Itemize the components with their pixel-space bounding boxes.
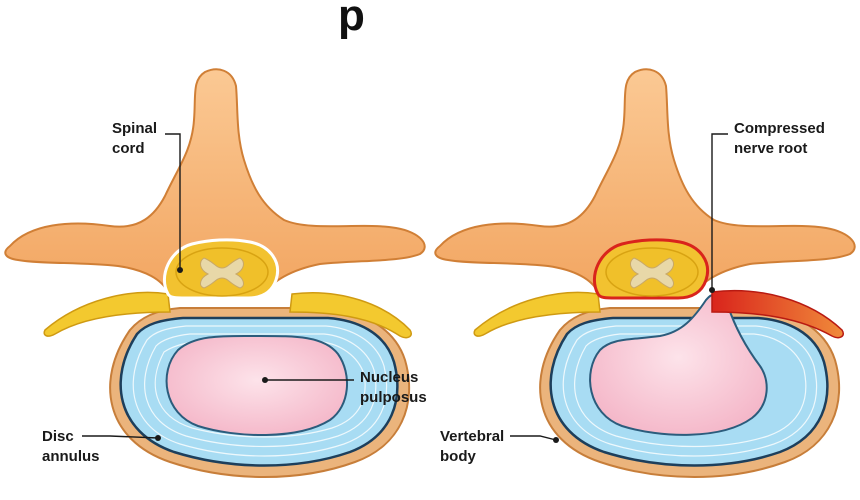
leader-dot-compressed [709,287,715,293]
nucleus-pulposus [165,334,349,436]
spinal-cord-grey-matter-right [630,257,674,289]
leader-dot-disc [155,435,161,441]
compressed-nerve-root [711,289,844,339]
label-spinal-cord: Spinal cord [112,120,183,273]
leader-dot-vertebral [553,437,559,443]
label-disc-line1: Disc [42,428,74,445]
label-vertebral-body: Vertebral body [440,428,559,465]
leader-dot-nucleus [262,377,268,383]
label-disc-annulus: Disc annulus [42,428,161,465]
label-nucleus-line1: Nucleus [360,369,418,386]
leader-spinal-cord [165,133,181,270]
title-fragment: p [338,0,365,40]
leader-compressed-nerve-root [711,133,728,290]
nucleus-pulposus-herniated [589,293,768,436]
label-compressed-line1: Compressed [734,120,825,137]
label-nucleus-line2: pulposus [360,389,427,406]
label-compressed-line2: nerve root [734,140,807,157]
label-vertebral-line1: Vertebral [440,428,504,445]
label-spinal-cord-line1: Spinal [112,120,157,137]
vertebral-arch-right [434,68,856,293]
leader-disc-annulus [82,435,159,439]
leader-vertebral-body [510,435,557,441]
nerve-root-left [43,291,171,337]
spinal-cord-grey-matter [200,257,244,289]
label-spinal-cord-line2: cord [112,140,145,157]
vertebral-arch [4,68,426,293]
label-vertebral-line2: body [440,448,476,465]
nerve-root-left-right-diagram [473,291,601,337]
label-compressed-nerve-root: Compressed nerve root [709,120,825,293]
label-nucleus-pulposus: Nucleus pulposus [262,369,427,406]
normal-disc-illustration [4,68,426,478]
leader-dot-spinal-cord [177,267,183,273]
herniated-disc-illustration [434,68,856,478]
label-disc-line2: annulus [42,448,100,465]
nerve-root-right [289,292,412,339]
